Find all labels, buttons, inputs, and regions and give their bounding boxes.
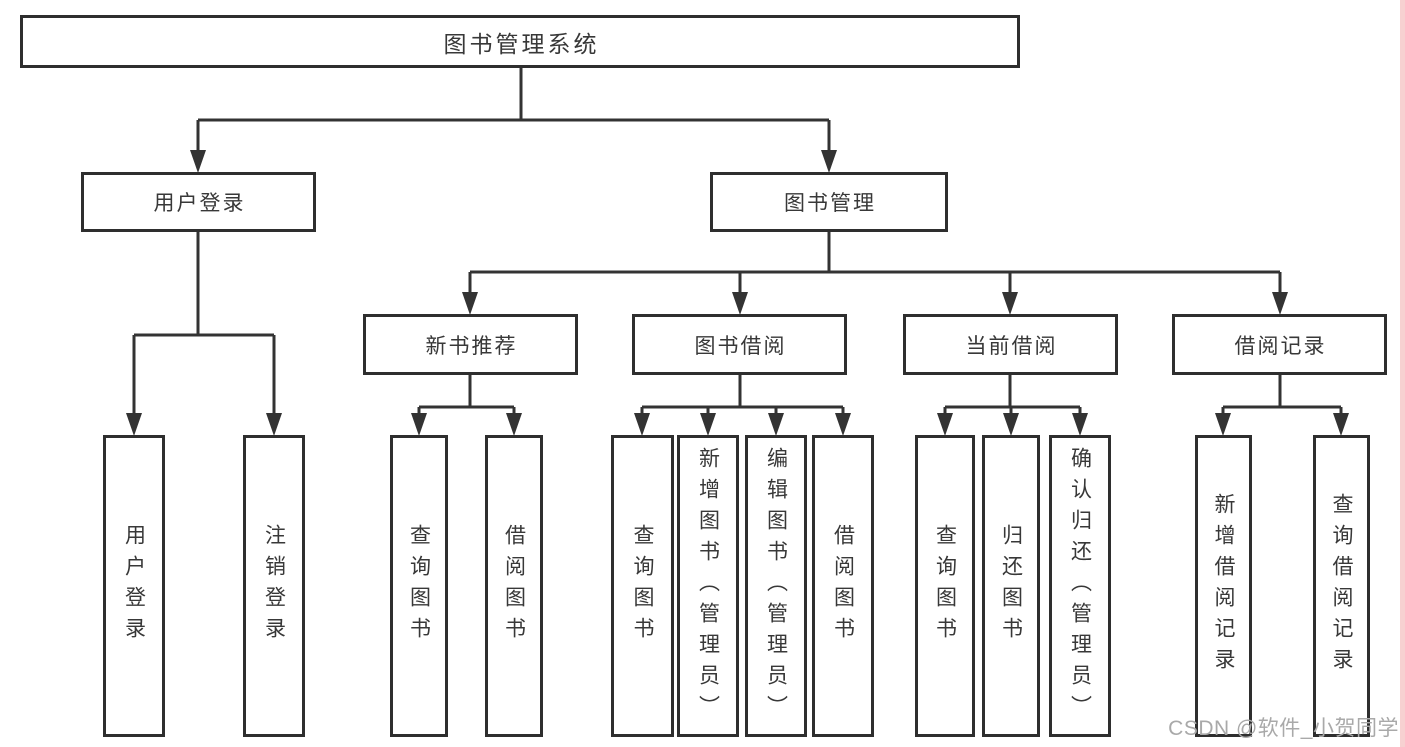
leaf-query-borrow-record: 查询借阅记录 bbox=[1313, 435, 1370, 737]
node-book-management-system: 图书管理系统 bbox=[20, 15, 1020, 68]
node-book-borrow: 图书借阅 bbox=[632, 314, 847, 375]
leaf-add-borrow-record: 新增借阅记录 bbox=[1195, 435, 1252, 737]
leaf-logout: 注销登录 bbox=[243, 435, 305, 737]
leaf-confirm-return-admin: 确认归还（管理员） bbox=[1049, 435, 1111, 737]
leaf-query-books-current: 查询图书 bbox=[915, 435, 975, 737]
leaf-edit-books-admin: 编辑图书（管理员） bbox=[745, 435, 807, 737]
node-book-management: 图书管理 bbox=[710, 172, 948, 232]
leaf-return-books: 归还图书 bbox=[982, 435, 1040, 737]
leaf-add-books-admin: 新增图书（管理员） bbox=[677, 435, 739, 737]
leaf-user-login: 用户登录 bbox=[103, 435, 165, 737]
watermark: CSDN @软件_小贺同学 bbox=[1168, 717, 1399, 740]
leaf-borrow-books-recommend: 借阅图书 bbox=[485, 435, 543, 737]
node-new-book-recommend: 新书推荐 bbox=[363, 314, 578, 375]
leaf-query-books-recommend: 查询图书 bbox=[390, 435, 448, 737]
node-user-login: 用户登录 bbox=[81, 172, 316, 232]
node-borrow-records: 借阅记录 bbox=[1172, 314, 1387, 375]
leaf-borrow-books: 借阅图书 bbox=[812, 435, 874, 737]
right-edge-strip bbox=[1400, 0, 1405, 747]
node-current-borrow: 当前借阅 bbox=[903, 314, 1118, 375]
leaf-query-books-borrow: 查询图书 bbox=[611, 435, 674, 737]
